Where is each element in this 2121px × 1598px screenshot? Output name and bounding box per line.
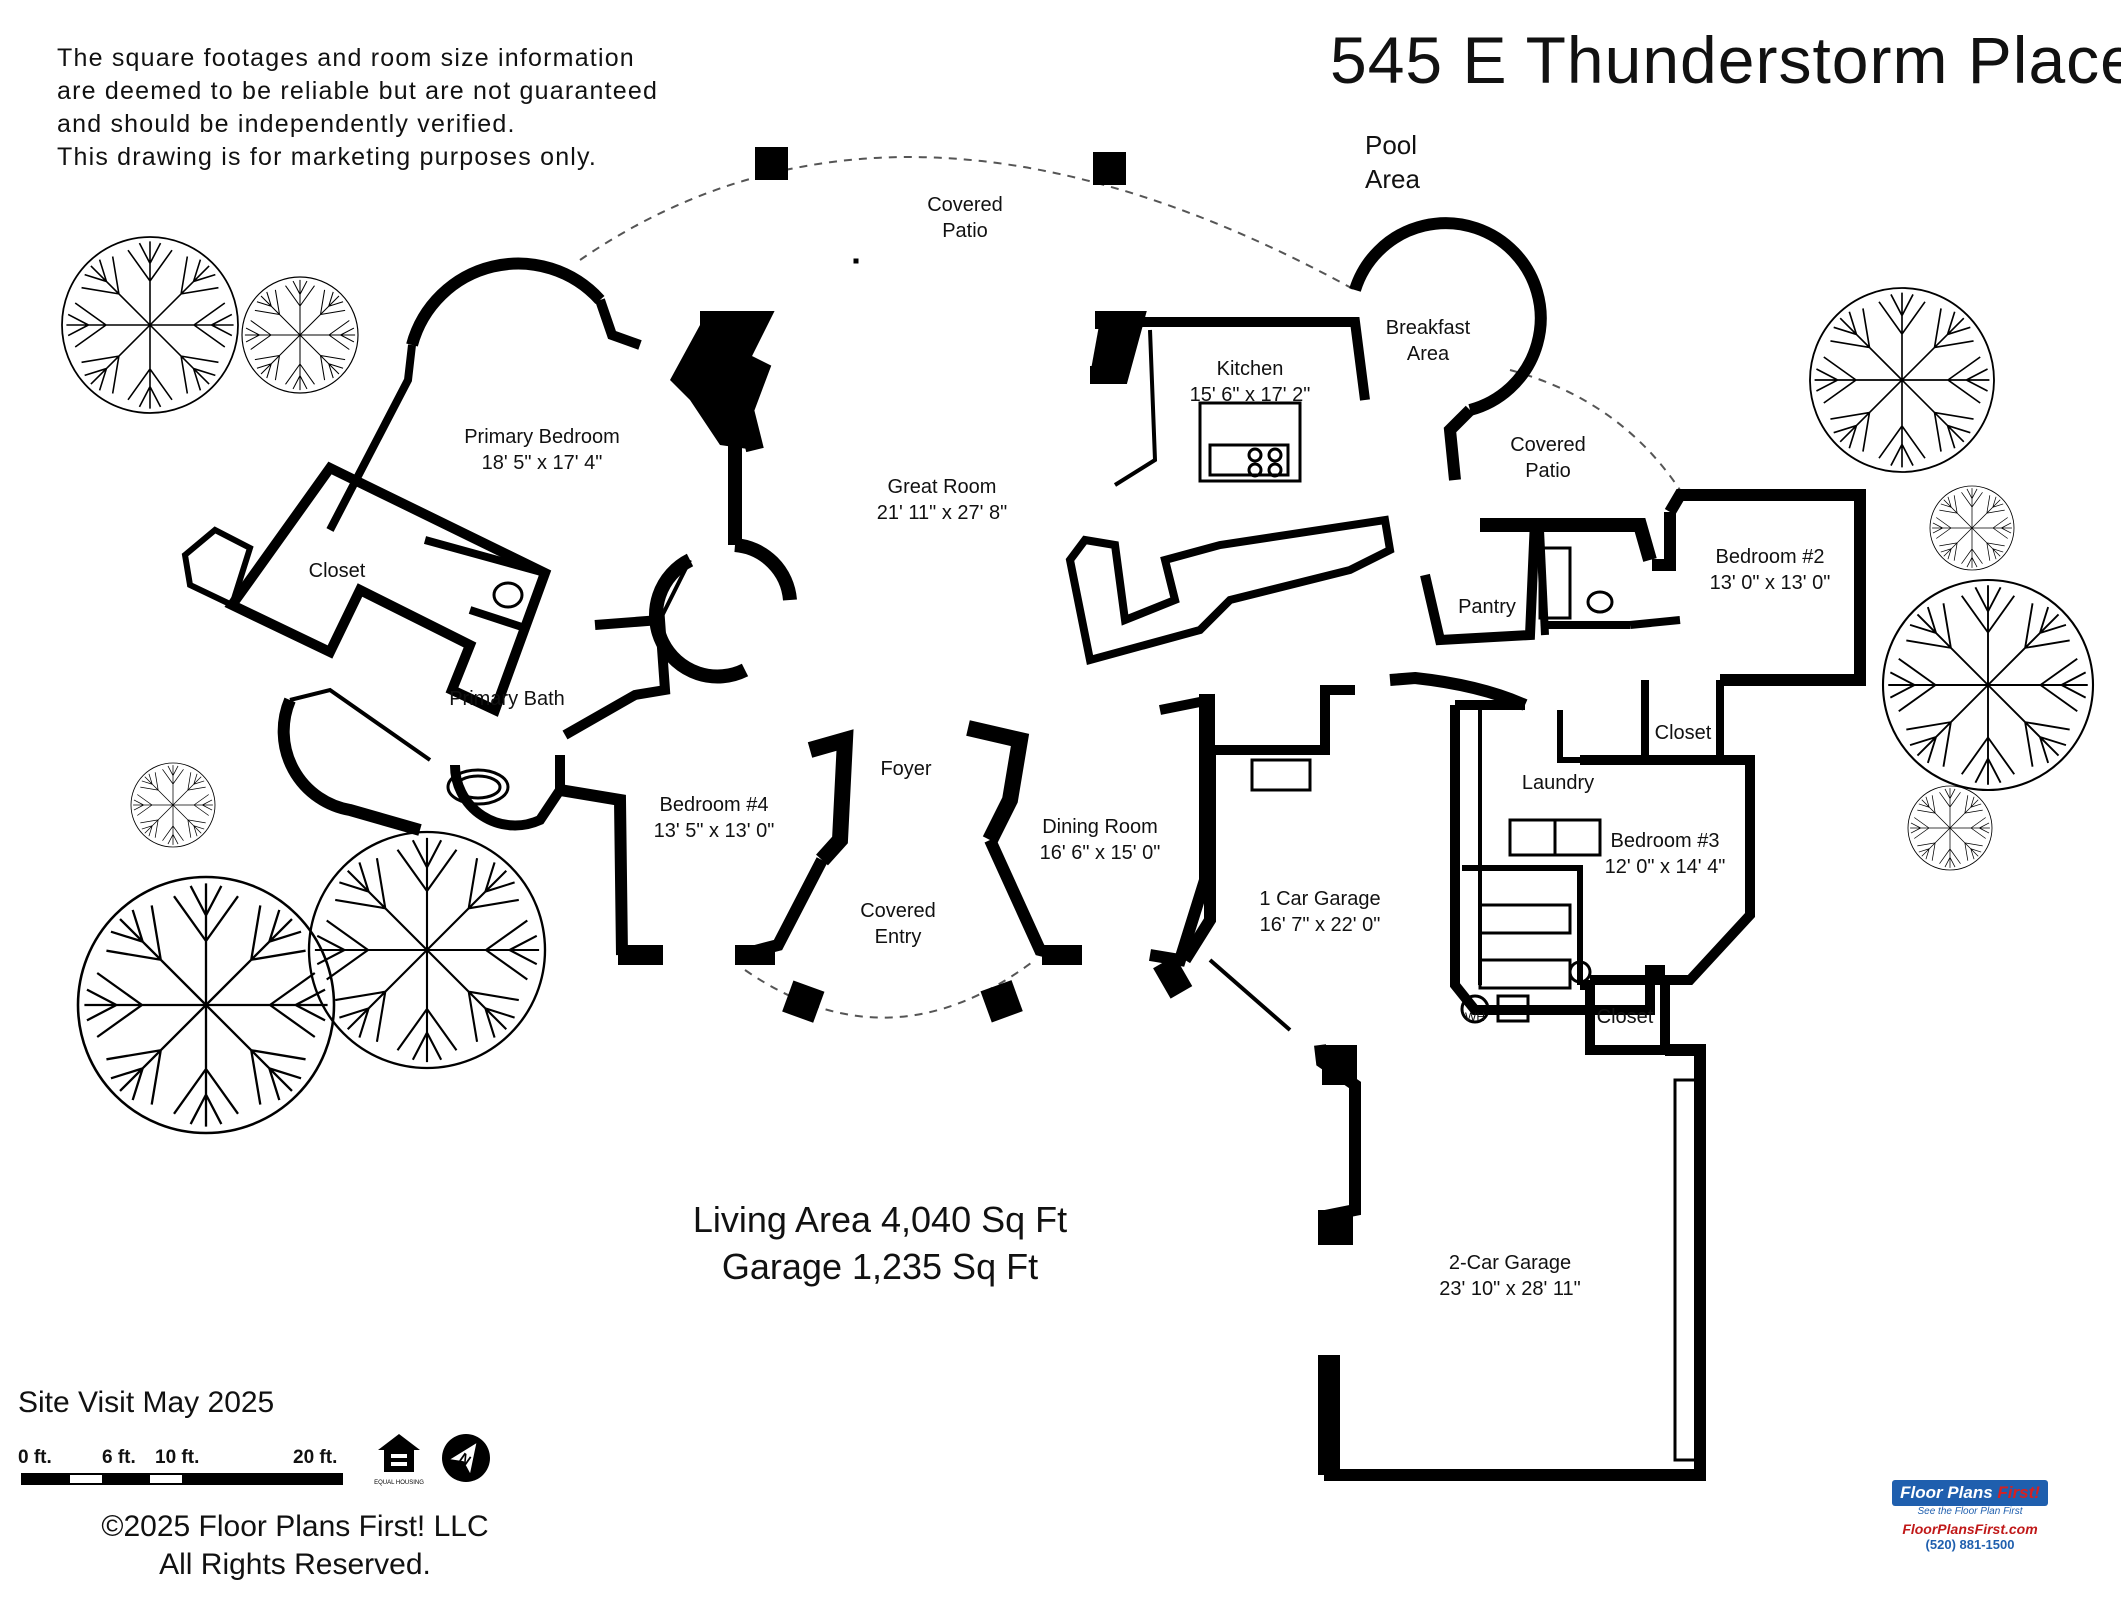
brand-phone: (520) 881-1500 [1925,1537,2015,1552]
room-name: Bedroom #2 [1715,546,1825,568]
room-label-covered-patio: Covered Patio [927,194,1003,242]
room-size: 13' 5" x 13' 0" [653,820,775,842]
tree-icon [76,875,336,1135]
room-name: Primary Bedroom [464,426,620,448]
room-name: Bedroom #3 [1610,830,1720,852]
room-label-pantry: Pantry [1458,596,1516,618]
room-label-pool-area: Pool Area [1365,130,1420,194]
room-label-closet: Closet [308,560,366,582]
room-label-primary-bath: Primary Bath [449,688,565,710]
room-label-closet-bedroom-3: Closet [1596,1006,1654,1028]
room-label-2-car-garage: 2-Car Garage 23' 10" x 28' 11" [1439,1250,1581,1302]
brand-tagline: See the Floor Plan First [1917,1506,2023,1517]
exterior-walls [181,217,1866,1481]
copyright: ©2025 Floor Plans First! LLC All Rights … [101,1508,488,1584]
room-label-kitchen: Kitchen 15' 6" x 17' 2" [1190,356,1311,408]
room-label-closet-bedroom-2: Closet [1654,722,1712,744]
room-name: 2-Car Garage [1448,1252,1572,1274]
site-visit: Site Visit May 2025 [18,1386,275,1419]
tree-icon [1881,578,2095,792]
tree-icon [1929,485,2015,571]
tree-icon [1907,785,1993,871]
scale-label: 0 ft. [18,1447,52,1468]
wall-solids [618,320,1357,1475]
room-label-covered-patio-right: Covered Patio [1510,434,1586,482]
copyright-line: All Rights Reserved. [159,1548,431,1581]
scale-label: 6 ft. [102,1447,136,1468]
room-name: Great Room [887,476,997,498]
water-heater-label: WH [1465,1010,1485,1024]
room-size: 12' 0" x 14' 4" [1604,856,1726,878]
brand-logo-box: Floor Plans First! [1892,1480,2048,1506]
disclaimer-line: This drawing is for marketing purposes o… [57,143,598,171]
room-label-bedroom-4: Bedroom #4 13' 5" x 13' 0" [654,792,775,844]
scale-label: 20 ft. [293,1447,338,1468]
tree-icon [61,236,239,414]
living-area: Living Area 4,040 Sq Ft [692,1199,1068,1240]
room-label-bedroom-3: Bedroom #3 12' 0" x 14' 4" [1605,828,1726,880]
room-label-breakfast-area: Breakfast Area [1385,317,1471,365]
room-size: 21' 11" x 27' 8" [876,502,1008,524]
brand-logo-text: Floor Plans [1900,1483,1998,1502]
svg-text:EQUAL HOUSING: EQUAL HOUSING [374,1480,424,1486]
room-size: 16' 7" x 22' 0" [1259,914,1381,936]
disclaimer-line: and should be independently verified. [57,110,516,138]
room-size: 16' 6" x 15' 0" [1039,842,1161,864]
brand-website: FloorPlansFirst.com [1902,1521,2038,1537]
room-label-covered-entry: Covered Entry [860,900,936,948]
room-label-laundry: Laundry [1521,772,1595,794]
north-arrow-icon: N [442,1434,490,1482]
tree-icon [307,830,547,1070]
disclaimer-line: are deemed to be reliable but are not gu… [57,77,659,105]
tree-icon [130,762,216,848]
room-size: 15' 6" x 17' 2" [1189,384,1311,406]
brand-logo: Floor Plans First! See the Floor Plan Fi… [1890,1480,2050,1552]
brand-logo-accent: First! [1997,1483,2040,1502]
fixtures [446,258,1614,1024]
room-label-great-room: Great Room 21' 11" x 27' 8" [877,474,1007,526]
room-name: 1 Car Garage [1259,888,1381,910]
area-summary: Living Area 4,040 Sq Ft Garage 1,235 Sq … [693,1196,1067,1290]
patio-columns [755,147,1126,1023]
equal-housing-icon: EQUAL HOUSING [374,1434,424,1486]
page-title: 545 E Thunderstorm Place [1330,23,2121,97]
room-size: 23' 10" x 28' 11" [1439,1278,1581,1300]
scale-label: 10 ft. [155,1447,200,1468]
disclaimer-line: The square footages and room size inform… [57,44,635,72]
scale-bar [21,1473,343,1485]
room-size: 18' 5" x 17' 4" [481,452,603,474]
patio-outline [579,156,1681,1019]
tree-icon [241,276,359,394]
tree-icon [1809,287,1995,473]
garage-area: Garage 1,235 Sq Ft [721,1246,1039,1287]
room-size: 13' 0" x 13' 0" [1709,572,1831,594]
room-label-dining-room: Dining Room 16' 6" x 15' 0" [1040,814,1161,866]
room-label-bedroom-2: Bedroom #2 13' 0" x 13' 0" [1710,544,1831,596]
room-label-foyer: Foyer [880,758,932,780]
room-label-1-car-garage: 1 Car Garage 16' 7" x 22' 0" [1259,886,1380,938]
room-label-primary-bedroom: Primary Bedroom 18' 5" x 17' 4" [464,424,620,476]
copyright-line: ©2025 Floor Plans First! LLC [101,1510,489,1543]
disclaimer: The square footages and room size inform… [57,42,658,174]
room-name: Dining Room [1042,816,1158,838]
room-name: Kitchen [1216,358,1284,380]
room-name: Bedroom #4 [659,794,769,816]
